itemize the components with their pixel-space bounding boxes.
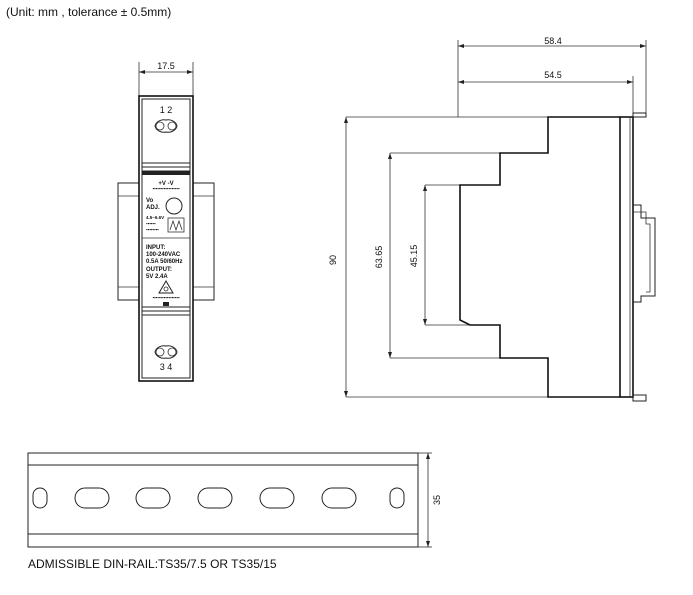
- range-label: 4.5~6.6V: [146, 215, 164, 220]
- front-body: [138, 95, 194, 382]
- output-value: 5V 2.4A: [146, 274, 168, 280]
- rail-slots: [32, 487, 405, 509]
- top-terminals-label: 1 2: [160, 105, 173, 115]
- input-voltage: 100-240VAC: [146, 252, 181, 258]
- svg-text:▪▪▪▪▪▪▪▪: ▪▪▪▪▪▪▪▪: [146, 227, 159, 232]
- bottom-terminal-screws: [154, 345, 178, 359]
- voltage-adjust-knob: [165, 197, 183, 215]
- front-view: 17.5 1 2 +V -V ▪▪▪▪▪▪▪▪▪▪▪▪▪▪▪▪▪ Vo ADJ.…: [117, 61, 215, 382]
- output-label: OUTPUT:: [146, 267, 172, 273]
- admissible-rail-note: ADMISSIBLE DIN-RAIL:TS35/7.5 OR TS35/15: [28, 557, 277, 571]
- height-dim: 90: [328, 255, 338, 265]
- outer-step-dim: 63.65: [374, 246, 384, 269]
- side-view: 58.4 54.5 90 63.65 45.15: [328, 36, 656, 402]
- certification-mark-icon: [167, 217, 185, 233]
- svg-text:▪▪▪▪▪▪▪▪▪▪▪▪▪▪▪▪▪: ▪▪▪▪▪▪▪▪▪▪▪▪▪▪▪▪▪: [152, 295, 180, 300]
- inner-step-dim: 45.15: [409, 245, 419, 268]
- warning-triangle-icon: [158, 280, 174, 294]
- bottom-terminals-label: 3 4: [160, 362, 173, 372]
- input-current: 0.5A 50/60Hz: [146, 259, 182, 265]
- body-width-dim: 54.5: [544, 70, 562, 80]
- adj-label-vo: Vo: [146, 198, 154, 204]
- svg-text:▪▪▪▪▪▪▪▪▪▪▪▪▪▪▪▪▪: ▪▪▪▪▪▪▪▪▪▪▪▪▪▪▪▪▪: [152, 186, 180, 191]
- input-label: INPUT:: [146, 245, 165, 251]
- polarity-label: +V -V: [158, 181, 173, 187]
- side-housing-outline: [459, 116, 620, 398]
- adj-label-adj: ADJ.: [146, 205, 160, 211]
- front-width-dim: 17.5: [157, 61, 175, 71]
- svg-text:▪▪▪▪▪▪: ▪▪▪▪▪▪: [146, 221, 156, 226]
- rail-height-dim: 35: [432, 495, 442, 505]
- din-rail-view: 35: [27, 452, 442, 548]
- top-terminal-screws: [154, 119, 178, 133]
- total-width-dim: 58.4: [544, 36, 562, 46]
- unit-tolerance-note: (Unit: mm , tolerance ± 0.5mm): [6, 5, 172, 19]
